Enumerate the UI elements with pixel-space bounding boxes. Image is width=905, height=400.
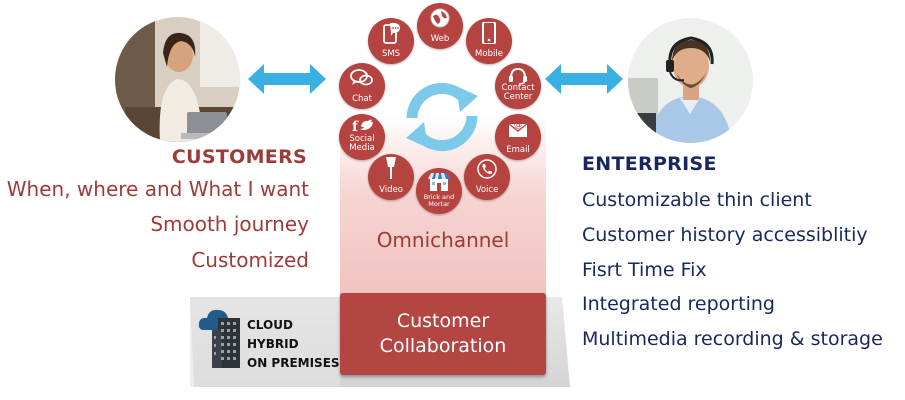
svg-text:f: f xyxy=(352,119,359,135)
enterprise-heading: ENTERPRISE xyxy=(582,153,717,175)
headset-icon xyxy=(495,65,541,87)
customers-line-1: When, where and What I want xyxy=(6,177,309,201)
chat-icon xyxy=(339,67,385,89)
svg-text:@: @ xyxy=(514,120,522,129)
phone-icon xyxy=(464,158,510,180)
deployment-hybrid: HYBRID xyxy=(247,337,299,351)
mobile-icon xyxy=(466,22,512,44)
enterprise-line-4: Integrated reporting xyxy=(582,293,775,315)
collab-line-2: Collaboration xyxy=(379,335,507,357)
customer-collaboration-box: Customer Collaboration xyxy=(340,293,546,375)
cycle-arrows-icon xyxy=(406,82,478,152)
customers-line-2: Smooth journey xyxy=(150,212,309,236)
channel-web: Web xyxy=(417,3,463,49)
channel-video: Video xyxy=(368,154,414,200)
channel-mobile: Mobile xyxy=(466,18,512,64)
double-arrow-left xyxy=(248,64,326,94)
enterprise-agent-photo xyxy=(628,18,753,143)
double-arrow-right xyxy=(545,64,623,94)
collab-line-1: Customer xyxy=(396,310,490,332)
deployment-on-premises: ON PREMISES xyxy=(247,356,340,370)
customers-line-3: Customized xyxy=(191,248,309,272)
customers-heading: CUSTOMERS xyxy=(171,146,307,168)
video-icon xyxy=(368,157,414,180)
channel-sms: SMS xyxy=(368,18,414,64)
sms-icon xyxy=(368,22,414,44)
enterprise-line-2: Customer history accessiblitiy xyxy=(582,224,868,246)
enterprise-line-3: Fisrt Time Fix xyxy=(582,259,707,281)
channel-voice: Voice xyxy=(464,154,510,200)
globe-icon xyxy=(417,7,463,29)
customer-photo xyxy=(115,17,240,142)
enterprise-line-1: Customizable thin client xyxy=(582,189,812,211)
enterprise-line-5: Multimedia recording & storage xyxy=(582,328,883,350)
channel-chat: Chat xyxy=(339,63,385,109)
cloud-building-icon xyxy=(198,309,240,368)
email-icon: @ xyxy=(495,118,541,140)
omnichannel-label: Omnichannel xyxy=(376,228,510,252)
store-icon xyxy=(416,171,462,193)
social-icon: f xyxy=(339,115,385,137)
deployment-cloud: CLOUD xyxy=(247,318,293,332)
channel-email: @ Email xyxy=(495,114,541,160)
